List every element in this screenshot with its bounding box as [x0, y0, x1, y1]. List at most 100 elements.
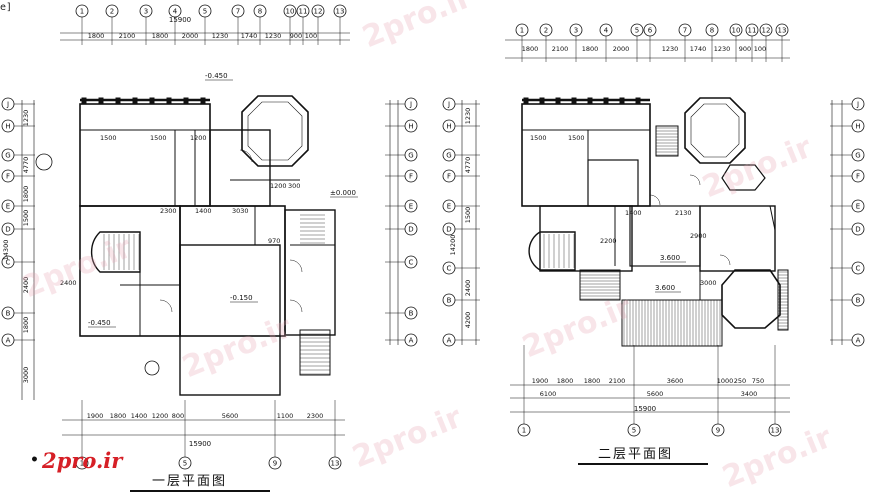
p2-axis-left-label: B: [447, 297, 452, 305]
door-swing: [159, 299, 173, 313]
p2-axis-left-label: F: [447, 173, 451, 181]
p2-axis-right-label: G: [855, 152, 860, 160]
p1-left-dim: 4770: [22, 157, 30, 174]
p2-axis-left-label: E: [447, 203, 451, 211]
plan2-title: 二层平面图: [598, 447, 674, 462]
p2-top-dim: 2000: [613, 45, 630, 53]
p2-axis-right-label: F: [856, 173, 860, 181]
plan2-title-underline: [578, 463, 708, 465]
p1-axis-left-label: E: [6, 203, 10, 211]
p2-axis-left-label: A: [447, 337, 452, 345]
p1-axis-bottom-label: 5: [183, 460, 187, 468]
p1-wall-hall: [209, 129, 271, 207]
p1-left-dim: 1800: [22, 317, 30, 334]
p2-axis-left-label: D: [446, 226, 451, 234]
p1-top-dim: 900: [290, 32, 302, 40]
p1-room-dim: 1500: [150, 134, 167, 142]
p1-axis-right-label: A: [409, 337, 414, 345]
p2-axis-left-label: G: [446, 152, 451, 160]
p1-wall-center: [179, 205, 286, 337]
p1-axis-left-label: F: [6, 173, 10, 181]
p1-axis-top-label: 13: [336, 8, 345, 16]
p2-bottom-dim2: 5600: [647, 390, 664, 398]
p2-axis-bottom-label: 1: [522, 427, 526, 435]
p1-axis-left-label: D: [5, 226, 10, 234]
p1-left-dim: 1800: [22, 186, 30, 203]
p1-left-dim: 1500: [22, 210, 30, 227]
p2-top-dim: 2100: [552, 45, 569, 53]
p2-axis-right-label: H: [855, 123, 860, 131]
p1-axis-bottom-label: 9: [273, 460, 277, 468]
p2-axis-right-label: J: [856, 101, 859, 109]
door-swing: [289, 259, 303, 273]
p1-bottom-total: 15900: [189, 440, 211, 448]
door-swing: [719, 254, 731, 266]
door-swing: [289, 299, 303, 313]
p2-room-dim: 3000: [700, 279, 717, 287]
p1-room-dim: 970: [268, 237, 280, 245]
p1-room-dim: 1400: [195, 207, 212, 215]
p1-room-dim: 1200: [270, 182, 287, 190]
p1-left-total: 14300: [2, 240, 10, 261]
p1-round-stair: [90, 231, 141, 273]
p1-axis-top-label: 8: [258, 8, 262, 16]
p2-axis-bottom-label: 13: [771, 427, 780, 435]
p1-wall-right: [284, 209, 336, 336]
p2-column: [587, 97, 593, 104]
p1-column: [98, 97, 104, 104]
p2-axis-left-label: J: [447, 101, 450, 109]
p2-bottom-total: 15900: [634, 405, 656, 413]
p2-bottom-dim: 1800: [557, 377, 574, 385]
site-logo: •2pro.ir: [30, 448, 123, 473]
p2-wall-right-room: [699, 205, 776, 272]
p1-column: [132, 97, 138, 104]
p2-top-dim: 1800: [522, 45, 539, 53]
p1-axis-top-label: 11: [299, 8, 308, 16]
p1-level-mark: -0.450: [205, 72, 228, 80]
p2-axis-top-label: 3: [574, 27, 578, 35]
p2-top-dim: 1740: [690, 45, 707, 53]
p2-column: [523, 97, 529, 104]
p2-axis-top-label: 10: [732, 27, 741, 35]
p1-axis-left-label: A: [6, 337, 11, 345]
p1-bottom-dim: 5600: [222, 412, 239, 420]
p2-column: [571, 97, 577, 104]
p2-room-dim: 2200: [600, 237, 617, 245]
p2-top-dim: 1230: [662, 45, 679, 53]
p2-axis-top-label: 6: [648, 27, 653, 35]
p1-tree-symbol: [35, 153, 53, 171]
p2-axis-top-label: 8: [710, 27, 714, 35]
p1-top-dim: 1230: [265, 32, 282, 40]
p2-left-total: 14200: [449, 235, 457, 256]
p2-column: [555, 97, 561, 104]
p2-wall-stairs: [539, 205, 633, 272]
p1-room-dim: 1500: [100, 134, 117, 142]
p2-axis-top-label: 5: [635, 27, 639, 35]
p2-interior-wall: [769, 205, 776, 231]
p1-axis-right-label: H: [408, 123, 413, 131]
p1-axis-right-label: G: [408, 152, 413, 160]
p1-bottom-dim: 2300: [307, 412, 324, 420]
plan1-title-underline: [130, 490, 270, 492]
p1-tree-symbol: [144, 360, 160, 376]
p1-room-dim: 1200: [190, 134, 207, 142]
p1-level-mark: ±0.000: [330, 189, 356, 197]
p1-axis-top-label: 5: [203, 8, 207, 16]
p2-left-dim: 1230: [464, 108, 472, 125]
p2-small-balcony: [655, 125, 679, 157]
p2-axis-right-label: A: [856, 337, 861, 345]
p2-step-block: [579, 269, 621, 301]
p2-bottom-dim2: 3400: [741, 390, 758, 398]
p2-hex-small: [721, 164, 766, 191]
p1-top-dim: 1740: [241, 32, 258, 40]
p2-bottom-dim: 1800: [584, 377, 601, 385]
p1-bottom-dim: 1900: [87, 412, 104, 420]
p1-bottom-dim: 800: [172, 412, 184, 420]
p1-bottom-dim: 1100: [277, 412, 294, 420]
p1-axis-top-label: 12: [314, 8, 323, 16]
plan1-title: 一层平面图: [152, 474, 228, 489]
p2-left-dim: 4770: [464, 157, 472, 174]
p1-bottom-dim: 1400: [131, 412, 148, 420]
